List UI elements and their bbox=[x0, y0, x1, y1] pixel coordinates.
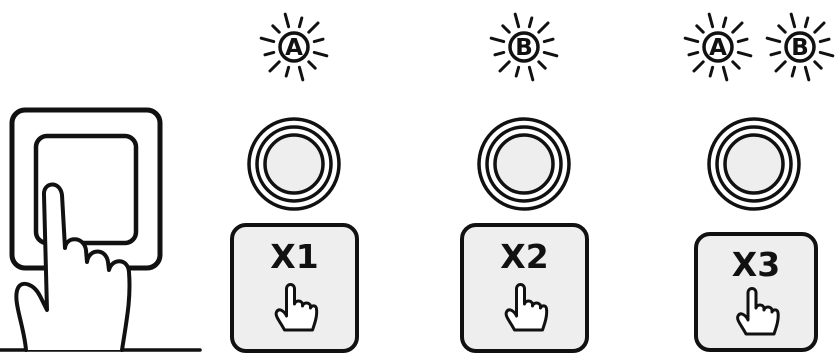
lamp-ray bbox=[805, 18, 807, 27]
lamp-ray bbox=[491, 38, 504, 41]
lamp-ray bbox=[495, 52, 504, 54]
lamp-ray bbox=[539, 23, 548, 32]
lamp-ray bbox=[265, 52, 274, 54]
lamp-ray bbox=[261, 38, 274, 41]
lamp-letter: A bbox=[709, 35, 727, 61]
lamp-ray bbox=[820, 39, 829, 41]
lamp-ray bbox=[299, 67, 302, 80]
round-button-icon bbox=[709, 119, 799, 209]
lamp-ray bbox=[733, 62, 739, 68]
lamp-ray bbox=[805, 67, 808, 80]
lamp-icon: B bbox=[491, 14, 557, 80]
lamp-ray bbox=[689, 52, 698, 54]
lamp-ray bbox=[738, 39, 747, 41]
lamp-ray bbox=[738, 52, 751, 55]
lamp-ray bbox=[516, 67, 518, 76]
lamp-ray bbox=[286, 67, 288, 76]
lamp-ray bbox=[710, 67, 712, 76]
press-count-label: X1 bbox=[270, 237, 318, 276]
lamp-ray bbox=[791, 14, 794, 27]
lamp-ray bbox=[779, 26, 785, 32]
lamp-group-step-1: A bbox=[261, 14, 327, 80]
press-count-label: X3 bbox=[732, 245, 780, 284]
lamp-ray bbox=[285, 14, 288, 27]
lamp-ray bbox=[685, 38, 698, 41]
lamp-ray bbox=[500, 62, 509, 71]
lamp-ray bbox=[733, 23, 742, 32]
lamp-icon: B bbox=[767, 14, 833, 80]
lamp-ray bbox=[544, 39, 553, 41]
lamp-ray bbox=[515, 14, 518, 27]
lamp-ray bbox=[792, 67, 794, 76]
round-button-icon bbox=[249, 119, 339, 209]
lamp-icon: A bbox=[685, 14, 751, 80]
lamp-ray bbox=[694, 62, 703, 71]
lamp-ray bbox=[314, 52, 327, 55]
press-card-step-1: X1 bbox=[232, 225, 357, 351]
lamp-icon: A bbox=[261, 14, 327, 80]
lamp-ray bbox=[815, 23, 824, 32]
lamp-ray bbox=[314, 39, 323, 41]
lamp-ray bbox=[820, 52, 833, 55]
lamp-ray bbox=[270, 62, 279, 71]
lamp-ray bbox=[723, 18, 725, 27]
lamp-letter: B bbox=[791, 35, 809, 61]
lamp-ray bbox=[544, 52, 557, 55]
lamp-letter: B bbox=[515, 35, 533, 61]
lamp-ray bbox=[503, 26, 509, 32]
lamp-ray bbox=[539, 62, 545, 68]
lamp-ray bbox=[299, 18, 301, 27]
round-button-icon bbox=[479, 119, 569, 209]
press-count-label: X2 bbox=[500, 237, 548, 276]
lamp-ray bbox=[697, 26, 703, 32]
press-card-step-3: X3 bbox=[696, 234, 816, 350]
switch-icon bbox=[0, 110, 200, 350]
lamp-ray bbox=[709, 14, 712, 27]
lamp-ray bbox=[309, 23, 318, 32]
lamp-group-step-2: B bbox=[491, 14, 557, 80]
lamp-ray bbox=[815, 62, 821, 68]
lamp-letter: A bbox=[285, 35, 303, 61]
lamp-ray bbox=[529, 67, 532, 80]
lamp-ray bbox=[776, 62, 785, 71]
lamp-ray bbox=[767, 38, 780, 41]
lamp-ray bbox=[309, 62, 315, 68]
lamp-ray bbox=[529, 18, 531, 27]
lamp-ray bbox=[723, 67, 726, 80]
lamp-ray bbox=[273, 26, 279, 32]
lamp-ray bbox=[771, 52, 780, 54]
press-card-step-2: X2 bbox=[462, 225, 587, 351]
